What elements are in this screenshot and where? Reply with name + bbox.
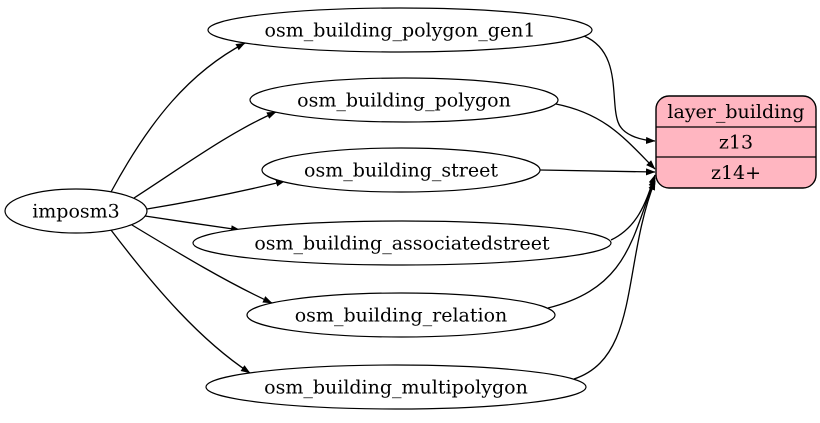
table-node-osm_building_relation: osm_building_relation — [246, 292, 556, 338]
edge-imposm3-to-osm_building_multipolygon — [110, 229, 251, 374]
edge-imposm3-to-osm_building_polygon — [133, 111, 277, 199]
table-ellipse — [205, 364, 587, 410]
layer-node-border — [655, 95, 817, 189]
layer-node-box — [656, 96, 816, 188]
table-label: osm_building_polygon_gen1 — [265, 20, 536, 42]
table-label: osm_building_associatedstreet — [254, 233, 550, 255]
table-node-osm_building_polygon_gen1: osm_building_polygon_gen1 — [207, 7, 593, 53]
edge-osm_building_polygon_gen1-to-z13 — [583, 35, 656, 144]
table-ellipse — [261, 147, 541, 193]
edges — [110, 35, 656, 380]
table-ellipse — [207, 7, 593, 53]
table-node-osm_building_multipolygon: osm_building_multipolygon — [205, 364, 587, 410]
edge-imposm3-to-osm_building_street — [146, 179, 286, 210]
edge-imposm3-to-osm_building_polygon_gen1 — [110, 42, 246, 193]
table-node-osm_building_polygon: osm_building_polygon — [249, 77, 559, 123]
table-ellipse — [246, 292, 556, 338]
table-node-osm_building_associatedstreet: osm_building_associatedstreet — [192, 220, 612, 266]
table-ellipse — [192, 220, 612, 266]
edge-osm_building_relation-to-z14 — [547, 177, 656, 309]
edge-osm_building_associatedstreet-to-z14 — [610, 174, 656, 241]
edge-osm_building_multipolygon-to-z14 — [573, 180, 656, 380]
table-label: osm_building_multipolygon — [264, 377, 528, 399]
imposm3-label: imposm3 — [32, 201, 120, 223]
layer-title: layer_building — [667, 101, 804, 123]
edge-imposm3-to-osm_building_associatedstreet — [144, 215, 241, 233]
source-node-imposm3: imposm3 — [4, 188, 148, 234]
table-ellipse — [249, 77, 559, 123]
layer-row-z14plus: z14+ — [711, 162, 761, 184]
table-node-osm_building_street: osm_building_street — [261, 147, 541, 193]
edge-osm_building_polygon-to-z14 — [555, 103, 656, 170]
edge-osm_building_street-to-z14 — [539, 168, 656, 176]
layer-row-z13: z13 — [719, 132, 753, 154]
table-label: osm_building_street — [304, 160, 498, 182]
edge-imposm3-to-osm_building_relation — [131, 224, 273, 304]
layer-node-layer_building: layer_building z13 z14+ — [655, 95, 817, 189]
imposm3-ellipse — [4, 188, 148, 234]
table-label: osm_building_polygon — [297, 90, 511, 112]
table-label: osm_building_relation — [295, 305, 508, 327]
